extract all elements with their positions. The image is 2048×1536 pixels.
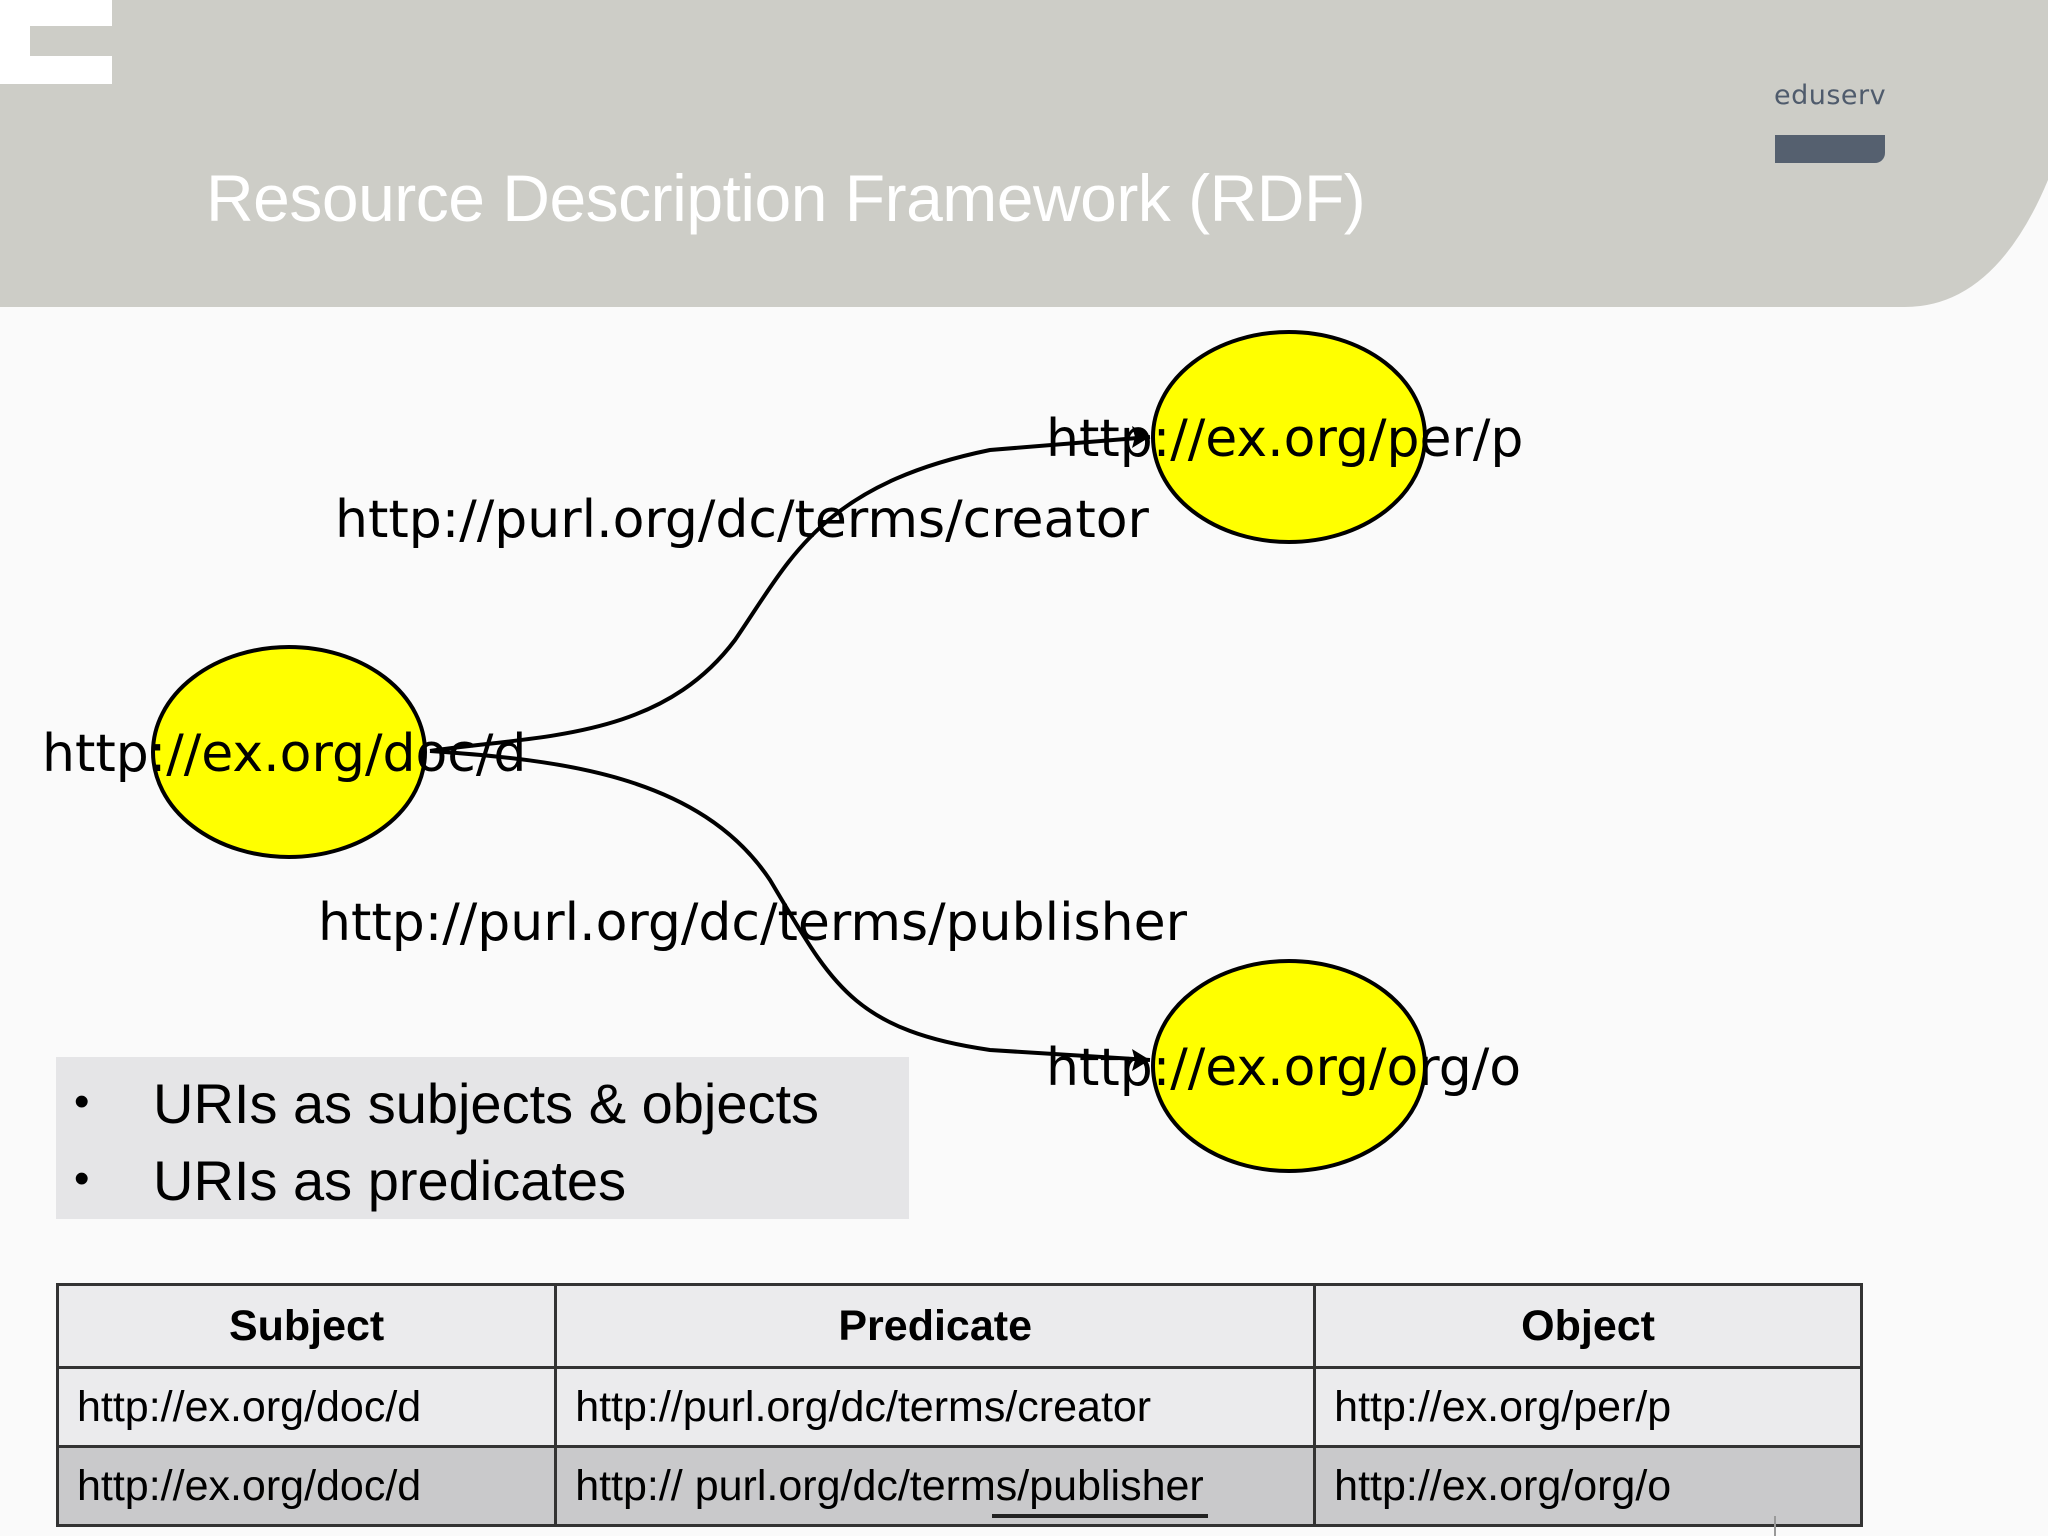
bullet-text: URIs as predicates (153, 1149, 627, 1212)
table-cell-object: http://ex.org/per/p (1313, 1366, 1863, 1448)
eduserv-logo-mark (0, 0, 112, 84)
bullet-text: URIs as subjects & objects (153, 1072, 820, 1135)
header-background (0, 0, 2048, 307)
column-header-predicate: Predicate (554, 1283, 1317, 1369)
node-label-subject: http://ex.org/doc/d (42, 724, 527, 784)
table-cell-predicate: http:// purl.org/dc/terms/publisher (554, 1445, 1317, 1527)
edge-label-creator: http://purl.org/dc/terms/creator (335, 490, 1149, 550)
table-cell-predicate: http://purl.org/dc/terms/creator (554, 1366, 1317, 1448)
table-row: http://ex.org/doc/d http://purl.org/dc/t… (55, 1366, 1863, 1448)
rdf-graph (151, 330, 1427, 1173)
eduserv-logo-bar (1775, 135, 1885, 163)
node-label-creator-object: http://ex.org/per/p (1046, 409, 1524, 469)
column-header-object: Object (1313, 1283, 1863, 1369)
arrowhead-publisher (1132, 1049, 1150, 1071)
arrowhead-creator (1132, 426, 1150, 448)
eduserv-logo-text: eduserv (1774, 80, 1887, 111)
column-header-subject: Subject (55, 1283, 558, 1369)
node-creator-object (1151, 330, 1427, 544)
bullet-marker: • (74, 1154, 90, 1203)
slide-title: Resource Description Framework (RDF) (206, 161, 1366, 235)
table-cell-object: http://ex.org/org/o (1313, 1445, 1863, 1527)
table-cell-subject: http://ex.org/doc/d (55, 1445, 558, 1527)
node-publisher-object (1151, 959, 1427, 1173)
node-subject (151, 645, 427, 859)
node-label-publisher-object: http://ex.org/org/o (1046, 1038, 1522, 1098)
edge-publisher (429, 749, 1151, 1062)
edge-creator (429, 435, 1151, 753)
footer-divider (992, 1514, 1208, 1518)
triples-table: Subject Predicate Object http://ex.org/d… (55, 1283, 1863, 1527)
bullet-list: • URIs as subjects & objects • URIs as p… (56, 1057, 909, 1219)
edge-label-publisher: http://purl.org/dc/terms/publisher (318, 893, 1187, 953)
table-row: http://ex.org/doc/d http:// purl.org/dc/… (55, 1445, 1863, 1527)
table-cell-subject: http://ex.org/doc/d (55, 1366, 558, 1448)
bullet-marker: • (74, 1077, 90, 1126)
table-header-row: Subject Predicate Object (55, 1283, 1863, 1369)
footer-tick (1774, 1516, 1776, 1536)
header-banner: Resource Description Framework (RDF) edu… (0, 0, 2048, 307)
